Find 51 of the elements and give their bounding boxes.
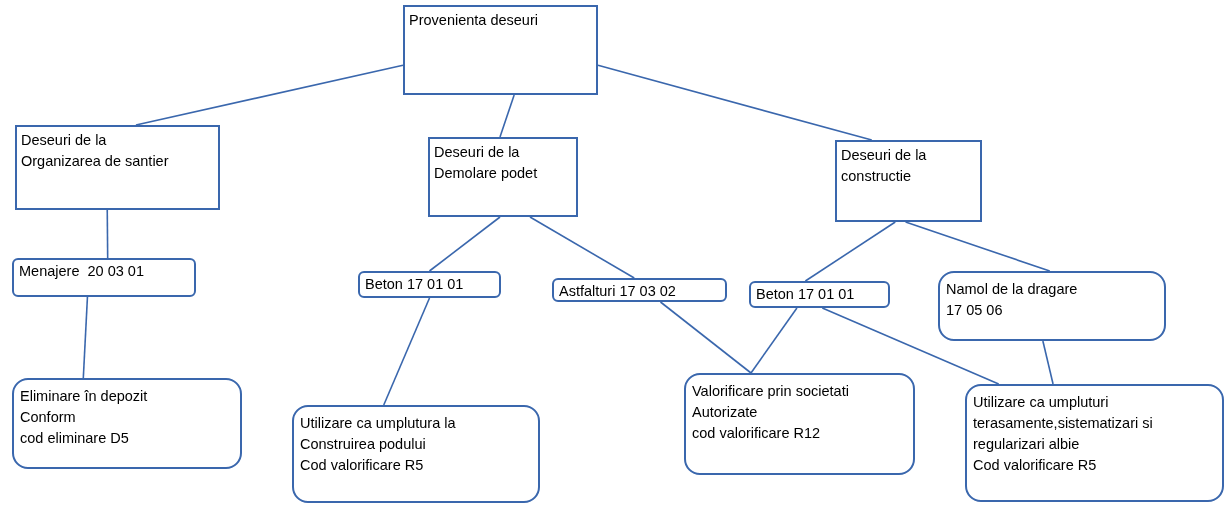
node-text: Conform <box>20 408 77 427</box>
connector-line <box>750 307 798 374</box>
connector-line <box>529 216 636 279</box>
node-text: Menajere 20 03 01 <box>19 262 145 281</box>
connector-line <box>821 307 1000 385</box>
category-box <box>15 125 220 210</box>
connector-line <box>382 297 431 406</box>
node-text: Beton 17 01 01 <box>365 275 465 294</box>
connector-line <box>428 216 501 272</box>
node-text: Namol de la dragare <box>946 280 1079 299</box>
waste-box <box>552 278 727 302</box>
node-text: Eliminare în depozit <box>20 387 149 406</box>
node-text: Deseuri de la <box>434 143 521 162</box>
category-box <box>403 5 598 95</box>
node-text: Beton 17 01 01 <box>756 285 856 304</box>
node-text: Astfalturi 17 03 02 <box>559 282 677 301</box>
connector-line <box>659 301 752 374</box>
category-box <box>428 137 578 217</box>
waste-box <box>684 373 915 475</box>
waste-box <box>292 405 540 503</box>
node-text: Deseuri de la <box>841 146 928 165</box>
waste-box <box>938 271 1166 341</box>
node-text: Demolare podet <box>434 164 539 183</box>
category-box <box>835 140 982 222</box>
connector-line <box>804 221 897 282</box>
connector-line <box>135 64 404 126</box>
waste-box <box>358 271 501 298</box>
node-text: Cod valorificare R5 <box>973 456 1098 475</box>
connector-line <box>904 221 1051 272</box>
node-text: Provenienta deseuri <box>409 11 539 30</box>
node-text: cod eliminare D5 <box>20 429 130 448</box>
waste-box <box>965 384 1224 502</box>
node-text: Construirea podului <box>300 435 427 454</box>
connector-line <box>82 296 89 379</box>
connector-line <box>499 94 515 138</box>
waste-box <box>12 258 196 297</box>
node-text: constructie <box>841 167 913 186</box>
node-text: Autorizate <box>692 403 759 422</box>
node-text: Utilizare ca umpluturi terasamente,sistematizari si regularizari albie <box>973 393 1154 454</box>
connector-line <box>106 209 109 259</box>
node-text: 17 05 06 <box>946 301 1004 320</box>
node-text: Valorificare prin societati <box>692 382 850 401</box>
waste-box <box>749 281 890 308</box>
node-text: Deseuri de la <box>21 131 108 150</box>
node-text: Utilizare ca umplutura la <box>300 414 457 433</box>
node-text: cod valorificare R12 <box>692 424 822 443</box>
waste-box <box>12 378 242 469</box>
connector-line <box>1042 340 1054 385</box>
node-text: Organizarea de santier <box>21 152 170 171</box>
node-text: Cod valorificare R5 <box>300 456 425 475</box>
connector-line <box>597 64 873 141</box>
